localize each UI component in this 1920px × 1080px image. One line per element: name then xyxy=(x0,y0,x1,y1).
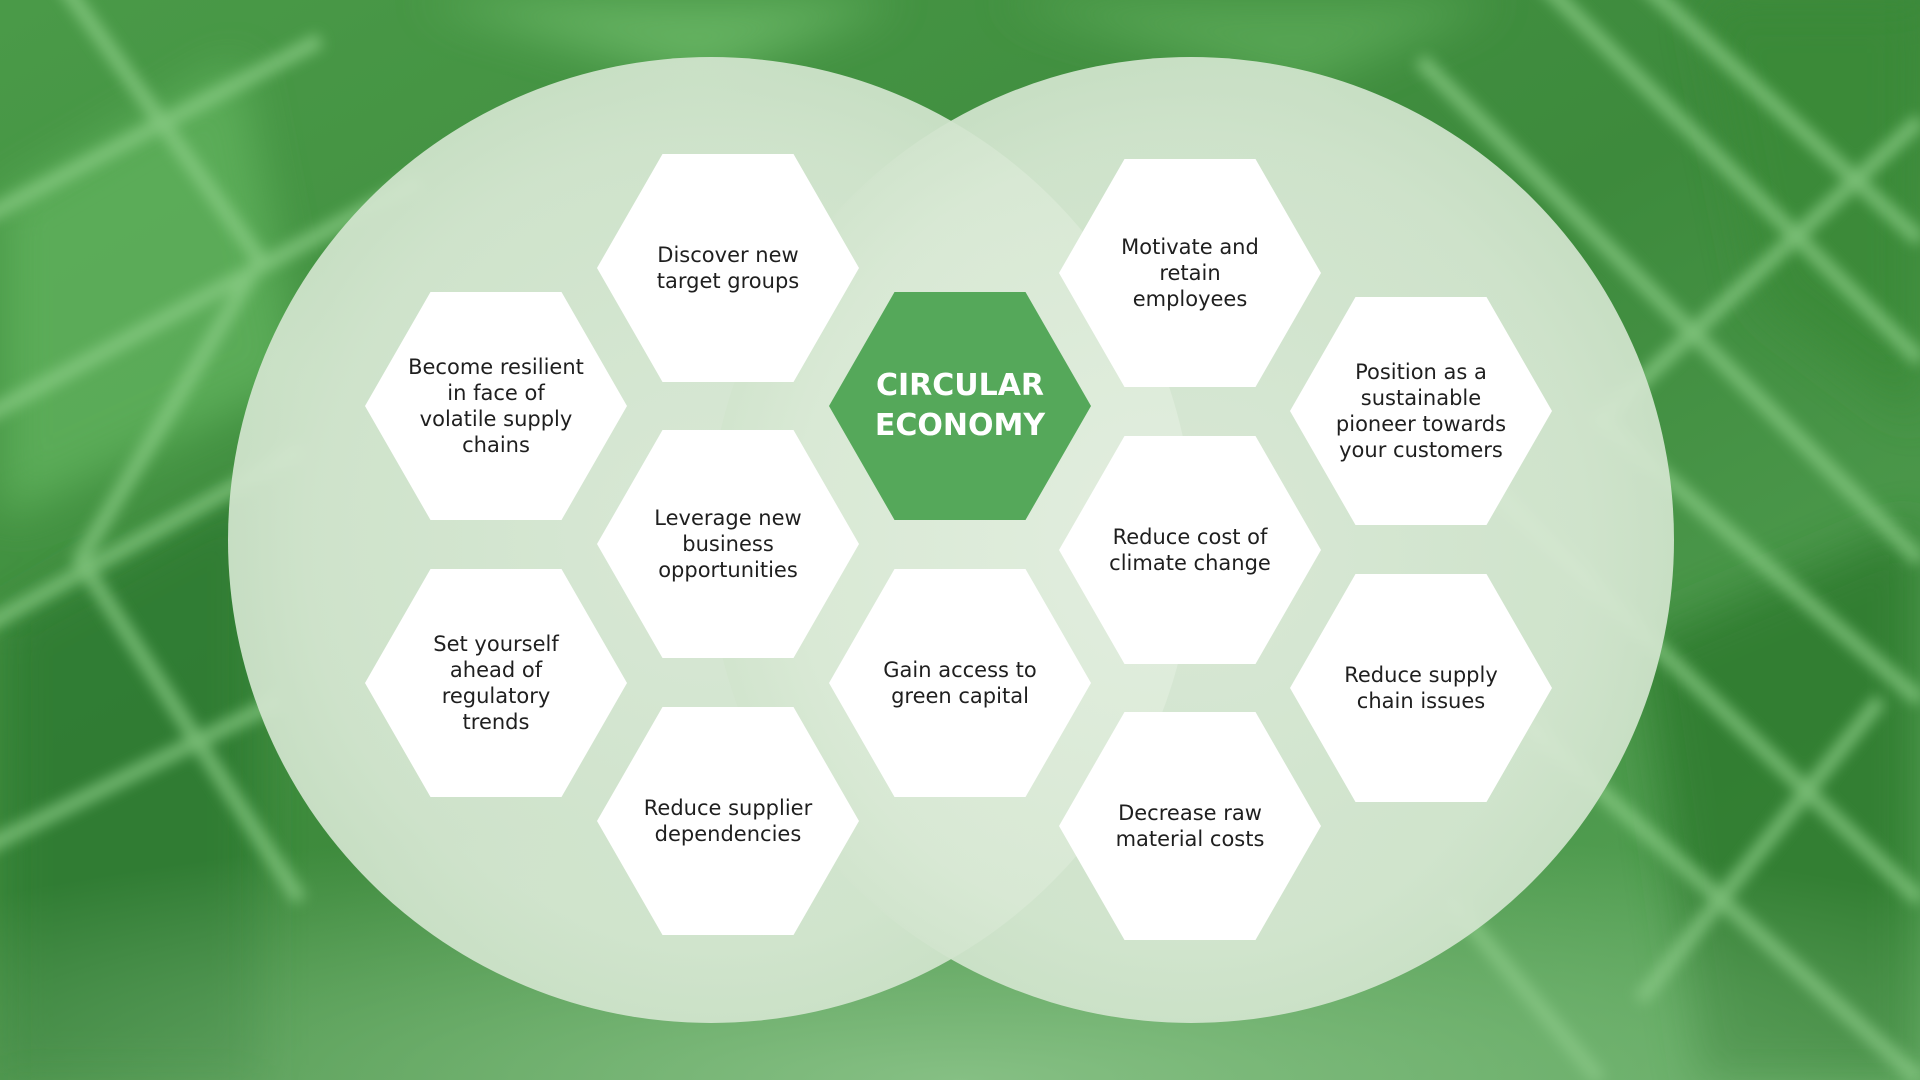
hex-line: Decrease raw xyxy=(1118,801,1262,825)
hex-label: Decrease raw material costs xyxy=(1116,800,1265,852)
hex-line: Reduce supply xyxy=(1344,663,1498,687)
hex-line: trends xyxy=(462,710,530,734)
hex-line: chain issues xyxy=(1356,689,1486,713)
hex-line: Gain access to xyxy=(883,658,1037,682)
hex-label: Position as a sustainable pioneer toward… xyxy=(1336,359,1506,463)
hex-label: Set yourself ahead of regulatory trends xyxy=(433,631,558,735)
hex-line: volatile supply xyxy=(419,407,573,431)
hex-line: in face of xyxy=(447,381,545,405)
hex-label: Gain access to green capital xyxy=(883,657,1036,709)
hex-line: chains xyxy=(462,433,530,457)
hex-label: Reduce supplier dependencies xyxy=(644,795,812,847)
hex-line: Set yourself xyxy=(433,632,559,656)
hex-center-line: CIRCULAR xyxy=(875,368,1045,403)
hex-line: regulatory xyxy=(441,684,551,708)
hex-line: Motivate and xyxy=(1121,235,1259,259)
hex-center-label: CIRCULAR ECONOMY xyxy=(875,366,1045,446)
hex-label: Leverage new business opportunities xyxy=(654,505,801,583)
hex-label: Discover new target groups xyxy=(657,242,799,294)
hex-line: Position as a xyxy=(1355,360,1487,384)
hex-line: Reduce supplier xyxy=(643,796,813,820)
hex-line: your customers xyxy=(1339,438,1503,462)
hex-label: Motivate and retain employees xyxy=(1121,234,1259,312)
hex-label: Become resilient in face of volatile sup… xyxy=(408,354,584,458)
hex-line: Become resilient xyxy=(408,355,584,379)
hex-line: dependencies xyxy=(654,822,802,846)
hex-label: Reduce cost of climate change xyxy=(1109,524,1271,576)
hex-label: Reduce supply chain issues xyxy=(1344,662,1498,714)
hex-line: business xyxy=(682,532,774,556)
hex-line: opportunities xyxy=(658,558,798,582)
hex-line: climate change xyxy=(1109,551,1271,575)
hex-line: Leverage new xyxy=(654,506,802,530)
hex-line: Reduce cost of xyxy=(1112,525,1268,549)
hex-discover-target-groups: Discover new target groups xyxy=(597,154,859,382)
hex-line: Discover new xyxy=(657,243,799,267)
hex-line: ahead of xyxy=(449,658,543,682)
hex-leverage-opportunities: Leverage new business opportunities xyxy=(597,430,859,658)
hex-line: sustainable xyxy=(1360,386,1482,410)
hex-line: employees xyxy=(1132,287,1248,311)
hex-reduce-supplier-dependencies: Reduce supplier dependencies xyxy=(597,707,859,935)
hex-center-line: ECONOMY xyxy=(874,408,1046,443)
hex-line: material costs xyxy=(1115,827,1265,851)
hex-line: pioneer towards xyxy=(1335,412,1507,436)
hex-line: retain xyxy=(1159,261,1221,285)
hex-line: target groups xyxy=(656,269,800,293)
hex-line: green capital xyxy=(891,684,1029,708)
